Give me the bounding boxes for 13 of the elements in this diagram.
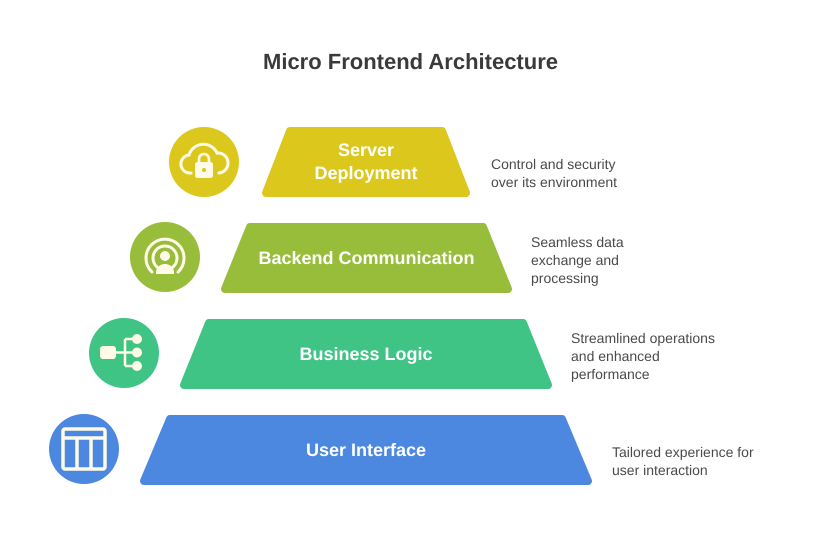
tier-label: Server Deployment xyxy=(313,139,419,185)
tier-trapezoid xyxy=(221,223,512,293)
tier-label: Backend Communication xyxy=(258,246,475,270)
diagram-title: Micro Frontend Architecture xyxy=(263,49,558,74)
tier-label: User Interface xyxy=(306,438,426,462)
tier-trapezoid xyxy=(262,127,470,197)
tier-description: Control and security over its environment xyxy=(491,155,618,191)
tier-description: Seamless data exchange and processing xyxy=(531,233,625,287)
tier-description: Tailored experience for user interaction xyxy=(612,443,755,479)
tier-description: Streamlined operations and enhanced performance xyxy=(571,329,716,383)
tier-label: Business Logic xyxy=(299,342,433,366)
tier-trapezoid xyxy=(180,319,552,389)
tier-trapezoid xyxy=(140,415,592,485)
